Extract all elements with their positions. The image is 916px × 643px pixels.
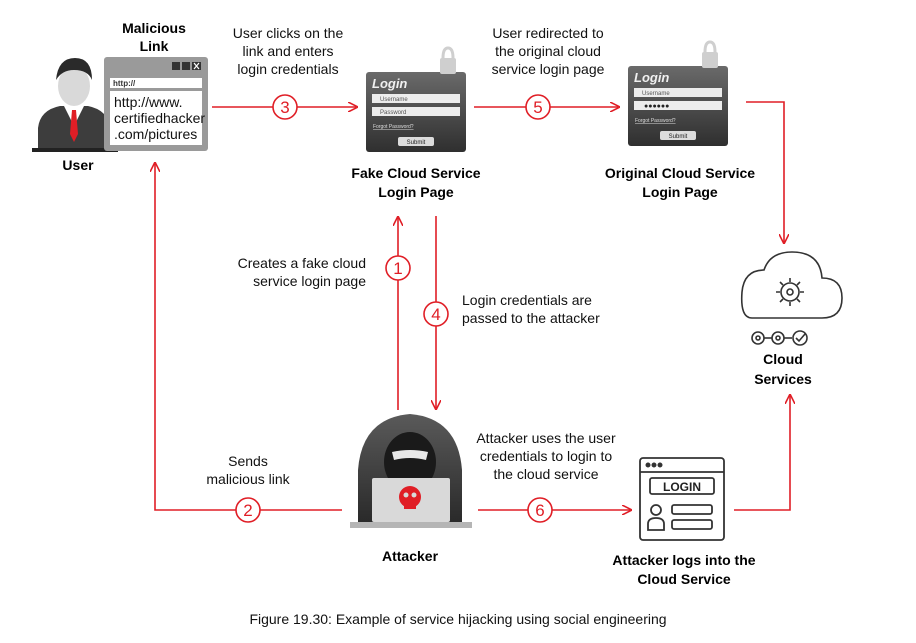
fake-login-password[interactable]: Password <box>380 110 406 116</box>
original-login-submit-button[interactable]: Submit <box>669 134 688 140</box>
arrow-step2 <box>155 164 342 511</box>
original-login-title: Login <box>634 70 669 85</box>
step2-number: 2 <box>243 501 252 520</box>
original-login-caption-line1: Original Cloud Service <box>605 165 755 181</box>
fake-login-submit-button[interactable]: Submit <box>407 140 426 146</box>
arrow-login-to-cloud <box>734 396 790 511</box>
malicious-url-line3[interactable]: .com/pictures <box>114 126 197 142</box>
step6-text-line1: Attacker uses the user <box>476 430 616 446</box>
step-circles <box>235 94 553 523</box>
malicious-link-title-line2: Link <box>140 38 169 54</box>
attacker-login-caption-line2: Cloud Service <box>637 571 731 587</box>
attacker-login-screen-text: LOGIN <box>663 480 701 494</box>
fake-login-title: Login <box>372 76 407 91</box>
step1-text-line1: Creates a fake cloud <box>238 255 366 271</box>
malicious-link-browser <box>104 57 208 151</box>
attacker-icon <box>350 414 472 528</box>
original-login-password[interactable]: ●●●●●● <box>644 103 669 110</box>
attacker-label: Attacker <box>382 548 439 564</box>
original-login-forgot-link[interactable]: Forgot Password? <box>635 118 676 124</box>
step5-text-line2: the original cloud <box>495 43 601 59</box>
cloud-label-line1: Cloud <box>763 351 803 367</box>
step3-text-line3: login credentials <box>237 61 338 77</box>
attacker-login-window-icon <box>639 457 725 541</box>
step4-number: 4 <box>431 305 440 324</box>
browser-address-prefix: http:// <box>113 79 136 88</box>
step6-text-line2: credentials to login to <box>480 448 613 464</box>
step2-text-line1: Sends <box>228 453 268 469</box>
step6-number: 6 <box>535 501 544 520</box>
user-icon <box>32 58 118 152</box>
fake-login-username[interactable]: Username <box>380 97 408 103</box>
step6-text-line3: the cloud service <box>493 466 598 482</box>
user-label: User <box>62 157 94 173</box>
step1-text-line2: service login page <box>253 273 366 289</box>
step1-number: 1 <box>393 259 402 278</box>
step3-number: 3 <box>280 98 289 117</box>
step4-circle <box>423 301 449 327</box>
fake-login-window <box>366 46 466 152</box>
original-login-username[interactable]: Username <box>642 91 670 97</box>
step2-text-line2: malicious link <box>206 471 290 487</box>
step5-circle <box>525 94 551 120</box>
fake-login-caption-line1: Fake Cloud Service <box>351 165 480 181</box>
arrow-original-to-cloud <box>746 101 784 242</box>
step5-text-line3: service login page <box>492 61 605 77</box>
original-login-caption-line2: Login Page <box>642 184 718 200</box>
step5-text-line1: User redirected to <box>492 25 603 41</box>
cloud-label-line2: Services <box>754 371 812 387</box>
step3-circle <box>272 94 298 120</box>
step4-text-line2: passed to the attacker <box>462 310 600 326</box>
skull-icon <box>399 486 421 508</box>
step6-circle <box>527 497 553 523</box>
padlock-icon <box>702 52 718 68</box>
step4-text-line1: Login credentials are <box>462 292 592 308</box>
attacker-login-caption-line1: Attacker logs into the <box>612 552 755 568</box>
step1-circle <box>385 255 411 281</box>
padlock-icon <box>440 58 456 74</box>
step5-number: 5 <box>533 98 542 117</box>
fake-login-forgot-link[interactable]: Forgot Password? <box>373 124 414 130</box>
step3-text-line1: User clicks on the <box>233 25 344 41</box>
maximize-icon <box>182 62 190 70</box>
minimize-icon <box>172 62 180 70</box>
cloud-services-icon <box>740 251 843 346</box>
figure-caption: Figure 19.30: Example of service hijacki… <box>249 611 667 627</box>
step3-text-line2: link and enters <box>242 43 333 59</box>
malicious-url-line1[interactable]: http://www. <box>114 94 182 110</box>
step2-circle <box>235 497 261 523</box>
fake-login-caption-line2: Login Page <box>378 184 454 200</box>
malicious-link-title-line1: Malicious <box>122 20 186 36</box>
original-login-window <box>628 40 728 146</box>
malicious-url-line2[interactable]: certifiedhacker <box>114 110 205 126</box>
